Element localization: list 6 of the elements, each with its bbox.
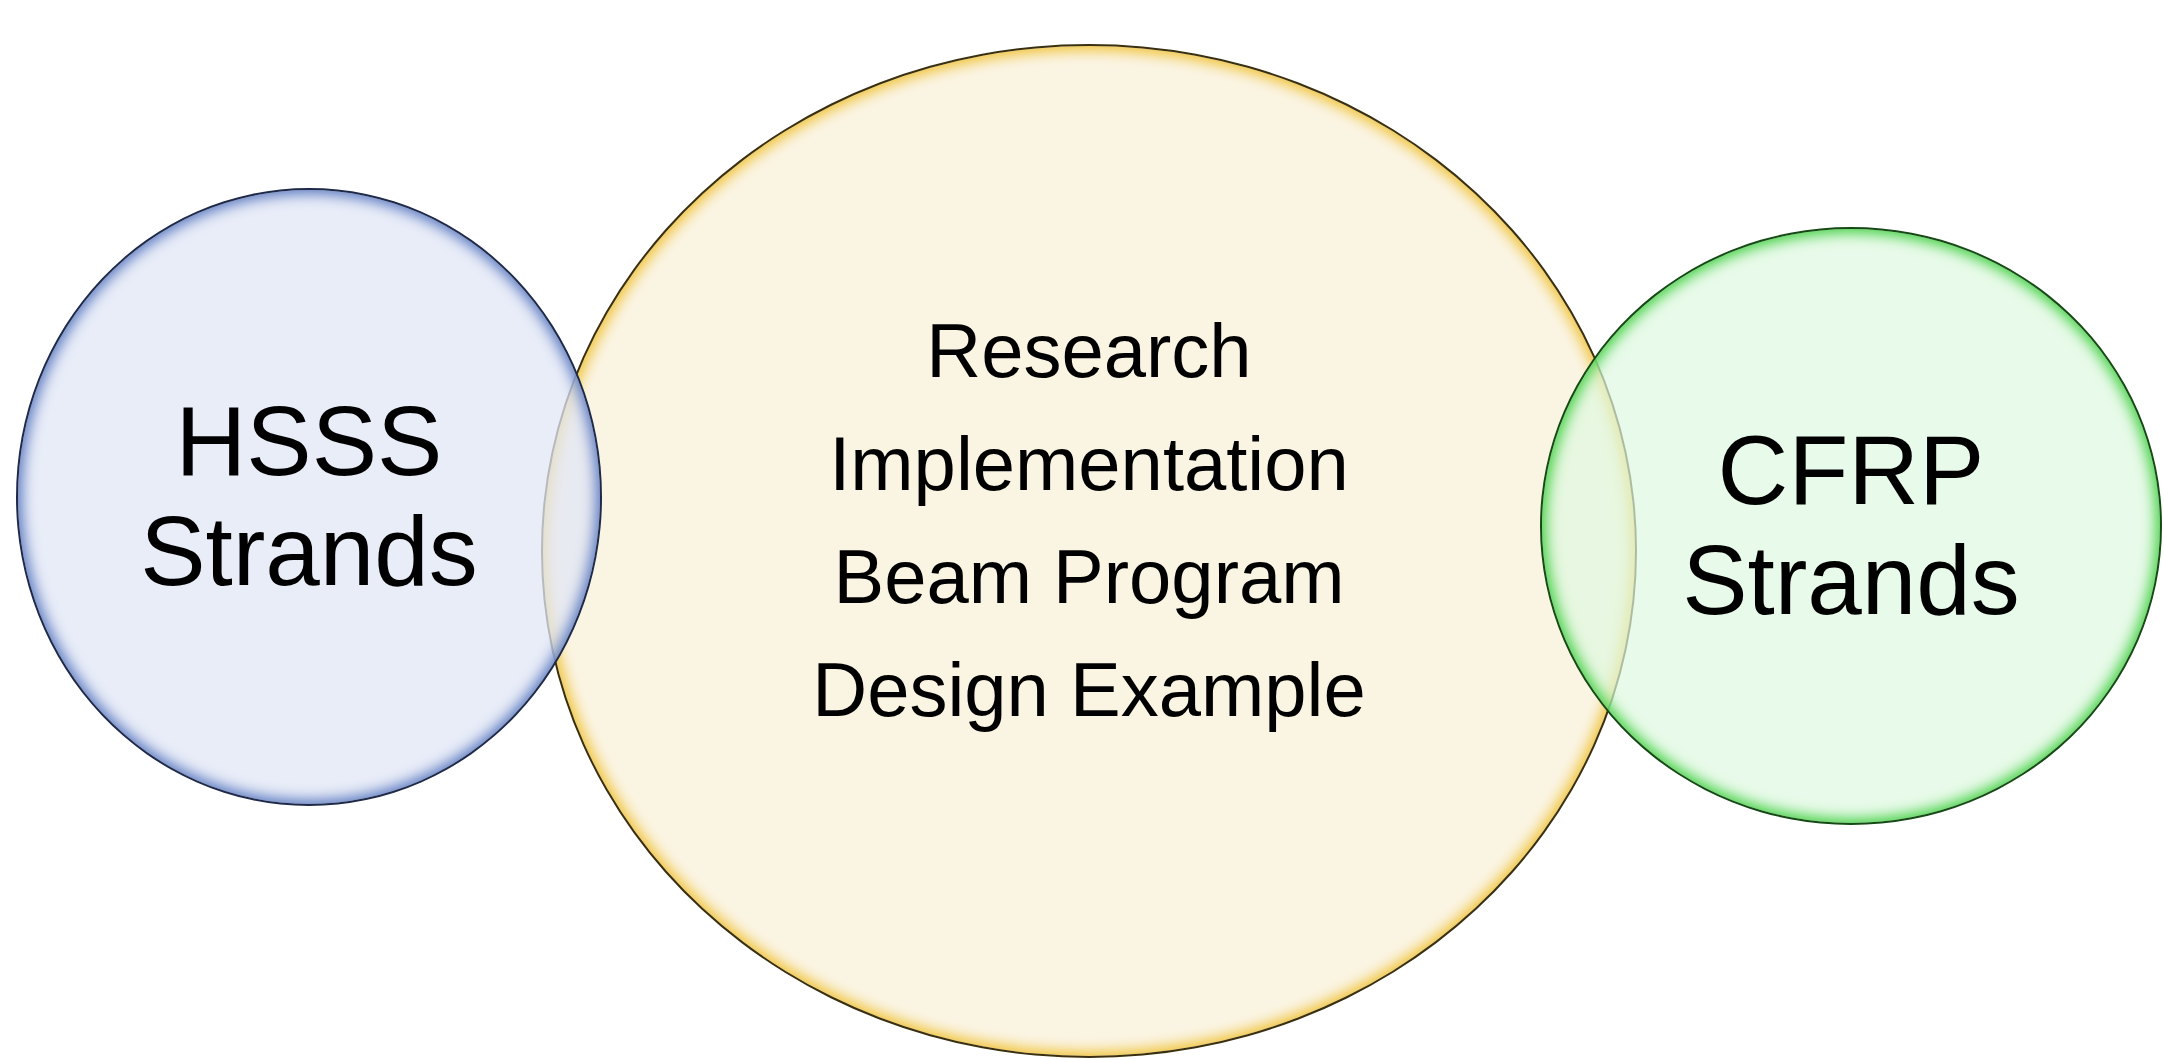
circle-label: Research (925, 307, 1253, 393)
circle-label: CFRP Strands (1681, 416, 2021, 636)
circle-label: Design Example (811, 647, 1367, 733)
circle-label: Implementation (828, 420, 1350, 506)
circle-label: Beam Program (832, 534, 1346, 620)
circle-label: HSSS Strands (139, 387, 479, 607)
